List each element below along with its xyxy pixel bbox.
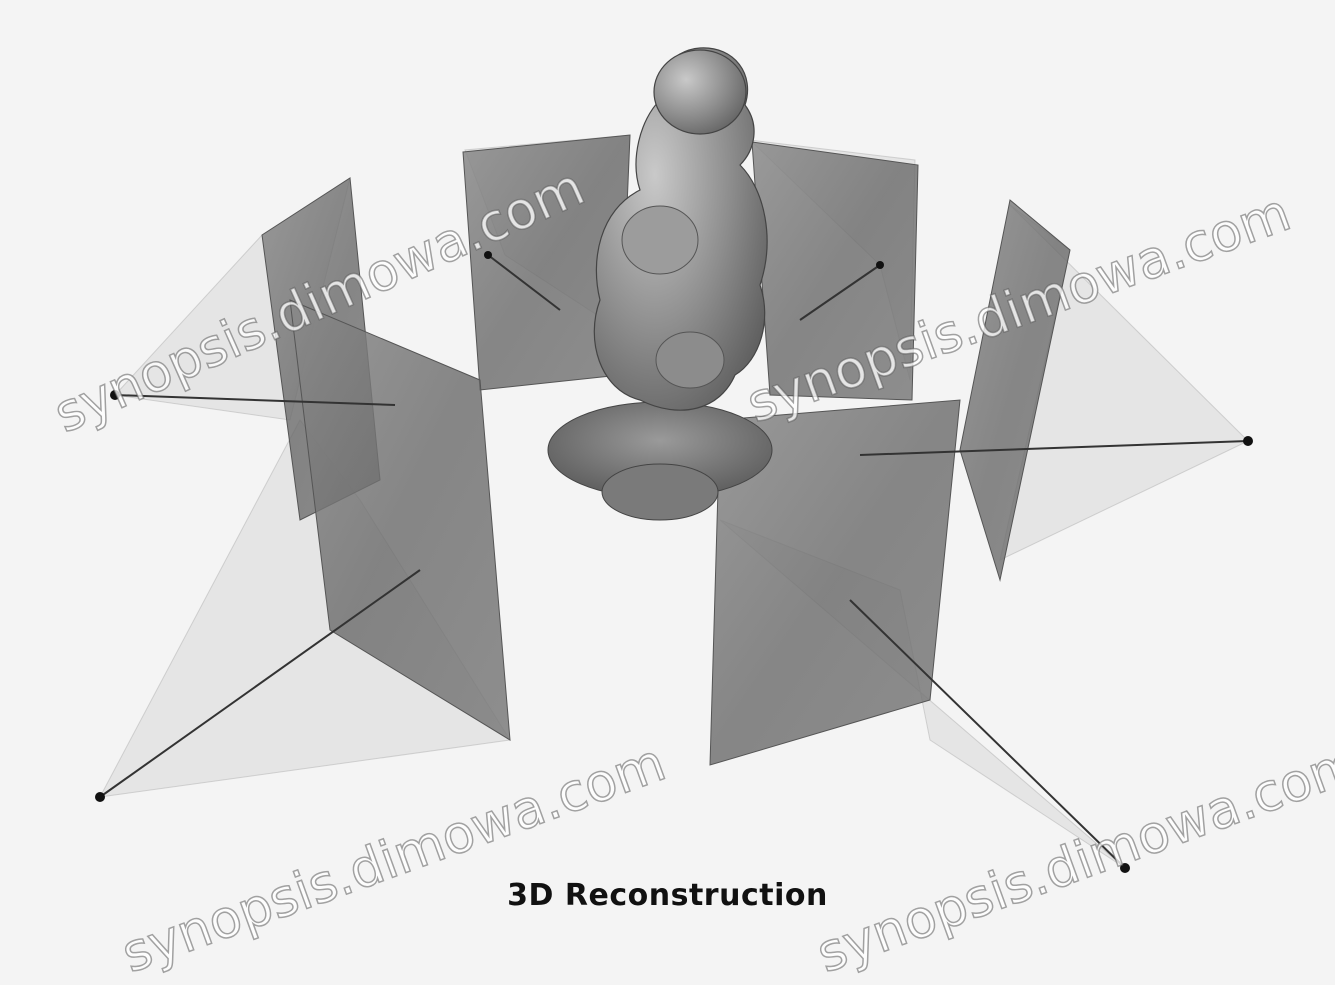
figure-caption: 3D Reconstruction [0, 878, 1335, 913]
camera-center [110, 390, 120, 400]
camera-center [1243, 436, 1253, 446]
camera-center [484, 251, 492, 259]
model-head [654, 50, 746, 134]
camera-center [876, 261, 884, 269]
camera-center [1120, 863, 1130, 873]
camera-center [95, 792, 105, 802]
image-plane-top-right [752, 142, 918, 400]
reconstruction-diagram [0, 0, 1335, 922]
